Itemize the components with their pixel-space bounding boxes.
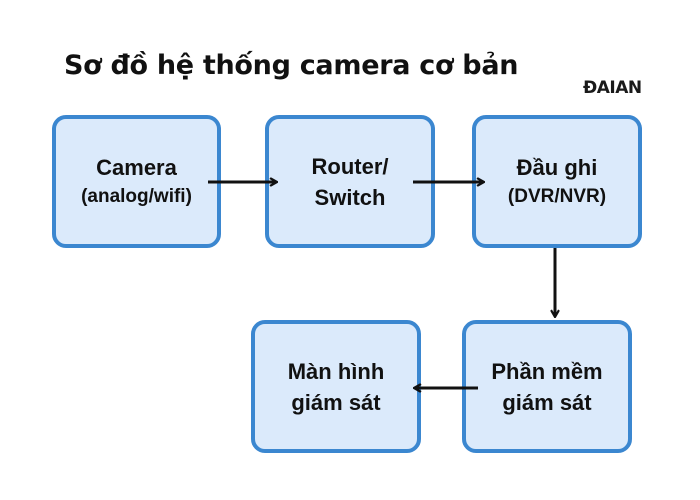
node-router-switch: Router/ Switch [265, 115, 435, 248]
node-router-line1: Router/ [311, 153, 389, 179]
node-camera-line2: (analog/wifi) [81, 186, 192, 207]
node-monitor-line2: giám sát [291, 389, 381, 415]
node-software-line1: Phần mềm [491, 358, 603, 384]
diagram-title: Sơ đồ hệ thống camera cơ bản [64, 50, 519, 81]
node-router-line2: Switch [314, 184, 386, 210]
node-camera-line1: Camera [96, 155, 177, 180]
node-camera: Camera (analog/wifi) [52, 115, 221, 248]
node-recorder-line2: (DVR/NVR) [507, 186, 607, 207]
brand-logo: ĐAIAN [583, 78, 642, 98]
node-recorder: Đầu ghi (DVR/NVR) [472, 115, 642, 248]
node-monitor-line1: Màn hình [287, 358, 385, 384]
node-monitoring-software: Phần mềm giám sát [462, 320, 632, 453]
node-recorder-line1: Đầu ghi [516, 155, 598, 180]
node-software-line2: giám sát [502, 389, 592, 415]
